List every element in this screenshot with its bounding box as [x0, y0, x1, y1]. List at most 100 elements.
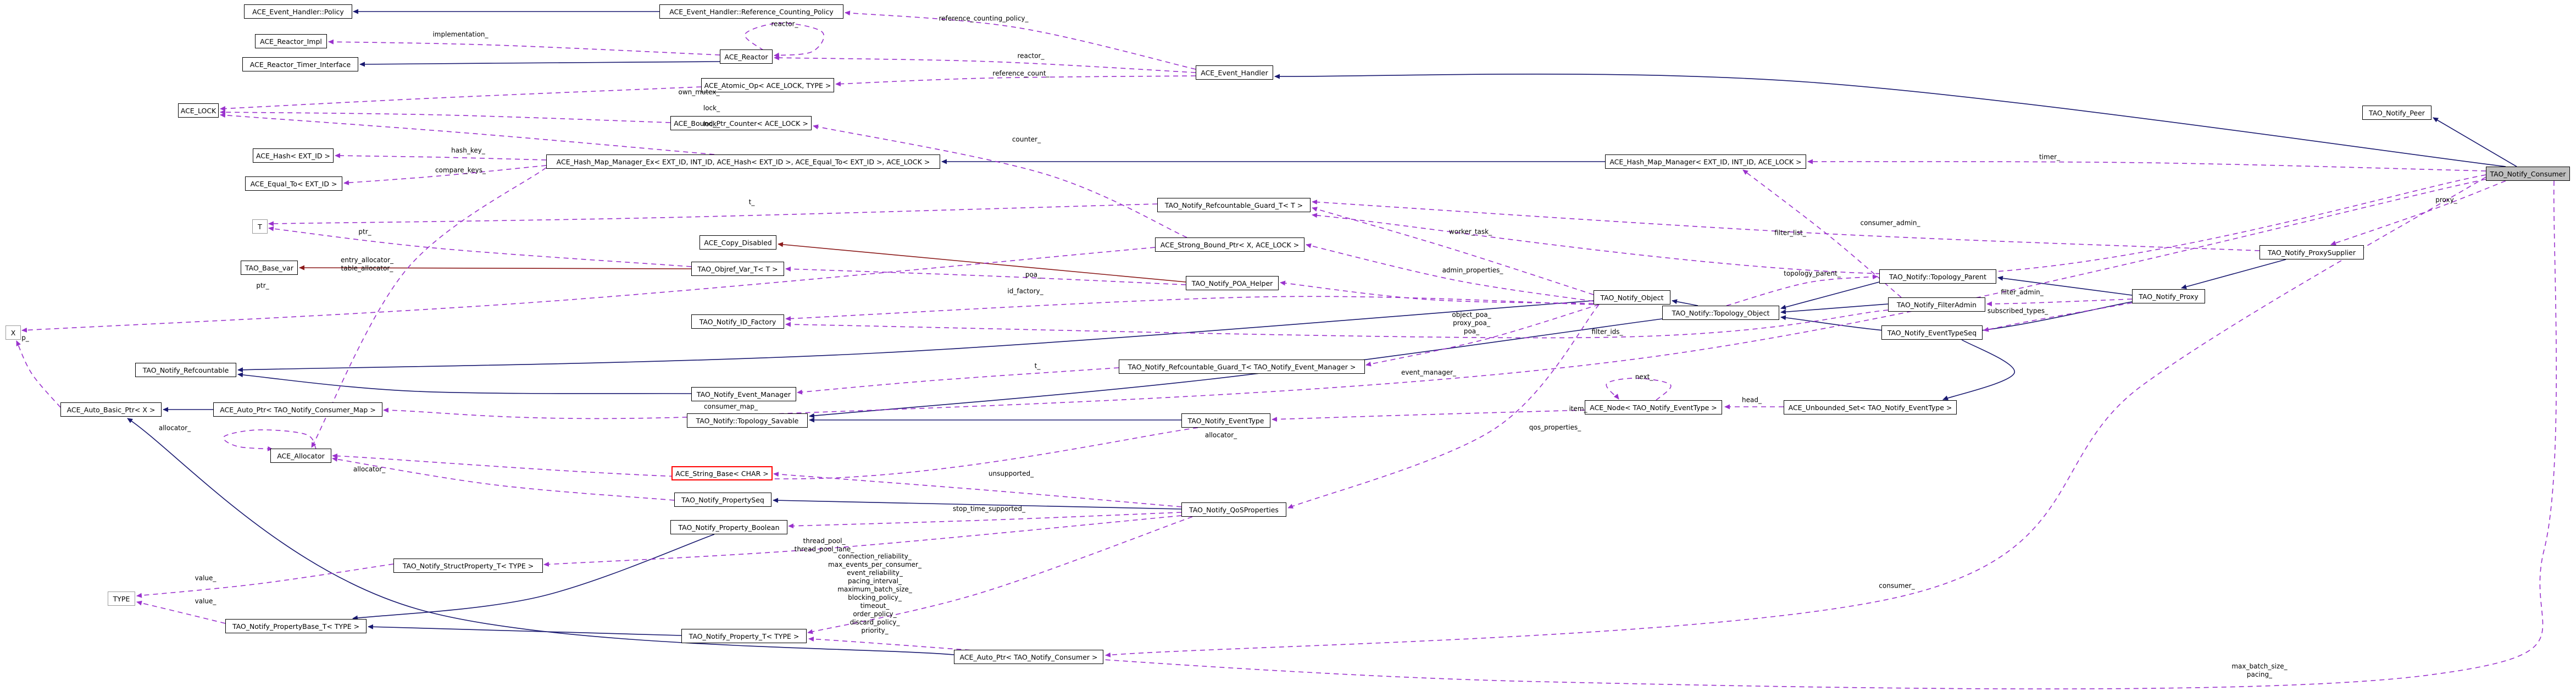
edge-n_topobj-to-n_topparent [1726, 274, 1878, 306]
class-node-copydis[interactable]: ACE_Copy_Disabled [699, 235, 776, 250]
edge-label-n_proxy-to-n_etseq: subscribed_types_ [1987, 307, 2048, 315]
class-node-policy[interactable]: ACE_Event_Handler::Policy [244, 4, 352, 19]
class-node-refc[interactable]: TAO_Notify_Refcountable [135, 363, 236, 377]
edge-label-n_structp-to-n_TYPE: value_ [195, 574, 216, 582]
class-node-rti[interactable]: ACE_Reactor_Timer_Interface [242, 57, 358, 71]
class-node-apcons[interactable]: ACE_Auto_Ptr< TAO_Notify_Consumer > [954, 650, 1103, 664]
edge-label-n_sbp-to-n_X: ptr_ [256, 281, 269, 290]
class-node-eq[interactable]: ACE_Equal_To< EXT_ID > [245, 176, 342, 191]
edge-label-n_qos-to-n_structp: thread_pool_ thread_pool_lane_ [794, 537, 854, 553]
edge-n_obj-to-n_idfac [785, 296, 1594, 322]
edge-n_proxysup-to-n_proxy [2181, 259, 2286, 289]
edge-n_reactor-to-n_reactor_impl [328, 39, 720, 56]
edge-n_qos-to-n_pseq [773, 497, 1182, 510]
class-node-atomic[interactable]: ACE_Atomic_Op< ACE_LOCK, TYPE > [701, 78, 834, 92]
class-node-filteradmin[interactable]: TAO_Notify_FilterAdmin [1888, 297, 1985, 312]
edge-n_consumer-to-n_hmm [1807, 159, 2486, 172]
class-node-hmmex[interactable]: ACE_Hash_Map_Manager_Ex< EXT_ID, INT_ID,… [546, 154, 940, 169]
edge-n_objref-to-n_basevar [299, 265, 692, 270]
class-node-abp[interactable]: ACE_Auto_Basic_Ptr< X > [60, 402, 162, 417]
class-node-node[interactable]: ACE_Node< TAO_Notify_EventType > [1585, 400, 1722, 414]
class-node-structp[interactable]: TAO_Notify_StructProperty_T< TYPE > [393, 559, 543, 573]
class-node-sbp[interactable]: ACE_Strong_Bound_Ptr< X, ACE_LOCK > [1155, 237, 1304, 252]
class-node-etseq[interactable]: TAO_Notify_EventTypeSeq [1881, 325, 1983, 340]
edge-n_obj-to-n_poah [1280, 280, 1594, 304]
edge-n_objref-to-n_T [268, 226, 692, 267]
edge-label-n_alloc-to-n_alloc: allocator_ [158, 424, 191, 432]
class-node-pseq[interactable]: TAO_Notify_PropertySeq [674, 493, 771, 507]
edge-n_sbp-to-n_X [21, 247, 1156, 333]
class-node-topobj[interactable]: TAO_Notify::Topology_Object [1662, 306, 1779, 320]
class-node-rcp[interactable]: ACE_Event_Handler::Reference_Counting_Po… [659, 4, 843, 19]
edge-n_reactor-to-n_reactor [744, 23, 825, 58]
class-node-TYPE[interactable]: TYPE [108, 592, 135, 606]
class-node-propT[interactable]: TAO_Notify_Property_T< TYPE > [681, 629, 807, 643]
class-node-proxysup[interactable]: TAO_Notify_ProxySupplier [2259, 245, 2364, 259]
class-node-pbool[interactable]: TAO_Notify_Property_Boolean [670, 520, 787, 534]
class-node-idfac[interactable]: TAO_Notify_ID_Factory [691, 314, 784, 329]
class-node-qos[interactable]: TAO_Notify_QoSProperties [1181, 502, 1286, 517]
class-node-guardT[interactable]: TAO_Notify_Refcountable_Guard_T< T > [1157, 198, 1311, 212]
class-node-apmap[interactable]: ACE_Auto_Ptr< TAO_Notify_Consumer_Map > [213, 402, 382, 417]
edge-label-n_consumer-to-n_apcons: consumer_ [1879, 582, 1915, 590]
class-node-pbase[interactable]: TAO_Notify_PropertyBase_T< TYPE > [225, 619, 367, 633]
class-node-basevar[interactable]: TAO_Base_var [241, 261, 298, 275]
class-node-bpc[interactable]: ACE_Bound_Ptr_Counter< ACE_LOCK > [670, 116, 812, 130]
edge-n_consumer-to-n_proxysup [2330, 180, 2506, 246]
edge-n_consumer-to-n_propT [808, 180, 2557, 689]
class-node-reactor_impl[interactable]: ACE_Reactor_Impl [255, 34, 327, 48]
edge-label-n_consumer-to-n_hmm: timer_ [2039, 153, 2061, 161]
edge-label-n_filteradmin-to-n_hmm: filter_list_ [1774, 229, 1806, 237]
edge-label-n_pseq-to-n_alloc: allocator_ [353, 465, 386, 473]
edge-label-n_hmmex-to-n_lock: lock_ [703, 120, 720, 128]
edge-n_consumer-to-n_eh [1274, 73, 2506, 167]
edge-label-n_hmmex-to-n_alloc: entry_allocator_ table_allocator_ [340, 256, 394, 272]
edge-label-n_obj-to-n_poah: object_poa_ proxy_poa_ poa_ [1452, 311, 1491, 335]
edge-label-n_proxysup-to-n_guardT: consumer_admin_ [1860, 219, 1920, 227]
edge-label-n_sbp-to-n_bpc: counter_ [1012, 135, 1041, 143]
class-node-uset[interactable]: ACE_Unbounded_Set< TAO_Notify_EventType … [1784, 400, 1957, 414]
edge-n_proxy-to-n_topparent [1997, 275, 2133, 296]
class-node-obj[interactable]: TAO_Notify_Object [1594, 290, 1670, 305]
edge-label-n_uset-to-n_node: head_ [1742, 396, 1762, 404]
edge-n_obj-to-n_guardEM [1365, 304, 1600, 367]
class-node-hash[interactable]: ACE_Hash< EXT_ID > [253, 148, 334, 163]
class-node-objref[interactable]: TAO_Objref_Var_T< T > [691, 262, 784, 276]
edge-n_eh-to-n_atomic [835, 75, 1196, 87]
edge-label-n_qos-to-n_strb: unsupported_ [988, 469, 1034, 478]
class-node-topsav[interactable]: TAO_Notify::Topology_Savable [687, 413, 808, 428]
edge-label-n_obj-to-n_sbp: admin_properties_ [1442, 266, 1503, 274]
class-node-eh[interactable]: ACE_Event_Handler [1196, 65, 1273, 80]
class-node-guardEM[interactable]: TAO_Notify_Refcountable_Guard_T< TAO_Not… [1119, 360, 1365, 374]
edge-n_node-to-n_node [1606, 378, 1672, 401]
edge-label-n_poah-to-n_objref: poa_ [1025, 270, 1041, 279]
edge-label-n_et-to-n_alloc: allocator_ [1204, 431, 1237, 439]
edge-label-n_topobj-to-n_topparent: topology_parent_ [1784, 269, 1841, 278]
class-node-topparent[interactable]: TAO_Notify::Topology_Parent [1879, 269, 1996, 284]
class-node-em[interactable]: TAO_Notify_Event_Manager [691, 387, 796, 401]
edge-n_filteradmin-to-n_topobj [1780, 303, 1889, 314]
class-node-poah[interactable]: TAO_Notify_POA_Helper [1186, 276, 1279, 290]
edge-n_obj-to-n_sbp [1306, 243, 1594, 302]
edge-label-n_obj-to-n_qos: qos_properties_ [1529, 423, 1581, 432]
class-node-alloc[interactable]: ACE_Allocator [270, 449, 331, 463]
class-node-hmm[interactable]: ACE_Hash_Map_Manager< EXT_ID, INT_ID, AC… [1605, 154, 1806, 169]
class-node-X[interactable]: X [5, 325, 21, 340]
class-node-proxy[interactable]: TAO_Notify_Proxy [2132, 289, 2205, 303]
class-node-reactor[interactable]: ACE_Reactor [720, 49, 773, 64]
edge-label-n_abp-to-n_X: p_ [21, 334, 29, 342]
edge-n_propT-to-n_pbase [368, 624, 682, 636]
edge-n_qos-to-n_structp [543, 515, 1182, 567]
class-node-et[interactable]: TAO_Notify_EventType [1181, 413, 1270, 428]
edge-n_sbp-to-n_bpc [813, 124, 1187, 238]
class-node-T[interactable]: T [252, 219, 268, 234]
class-node-peer[interactable]: TAO_Notify_Peer [2362, 106, 2431, 120]
class-node-lock[interactable]: ACE_LOCK [178, 103, 219, 118]
edge-label-n_obj-to-n_guardEM: event_manager_ [1401, 368, 1457, 377]
edge-label-n_node-to-n_node: next_ [1635, 373, 1653, 381]
class-node-strb[interactable]: ACE_String_Base< CHAR > [671, 466, 773, 480]
edge-n_guardT-to-n_T [268, 203, 1158, 226]
edge-n_obj-to-n_guardT [1312, 207, 1594, 295]
edge-n_alloc-to-n_alloc [223, 429, 317, 451]
